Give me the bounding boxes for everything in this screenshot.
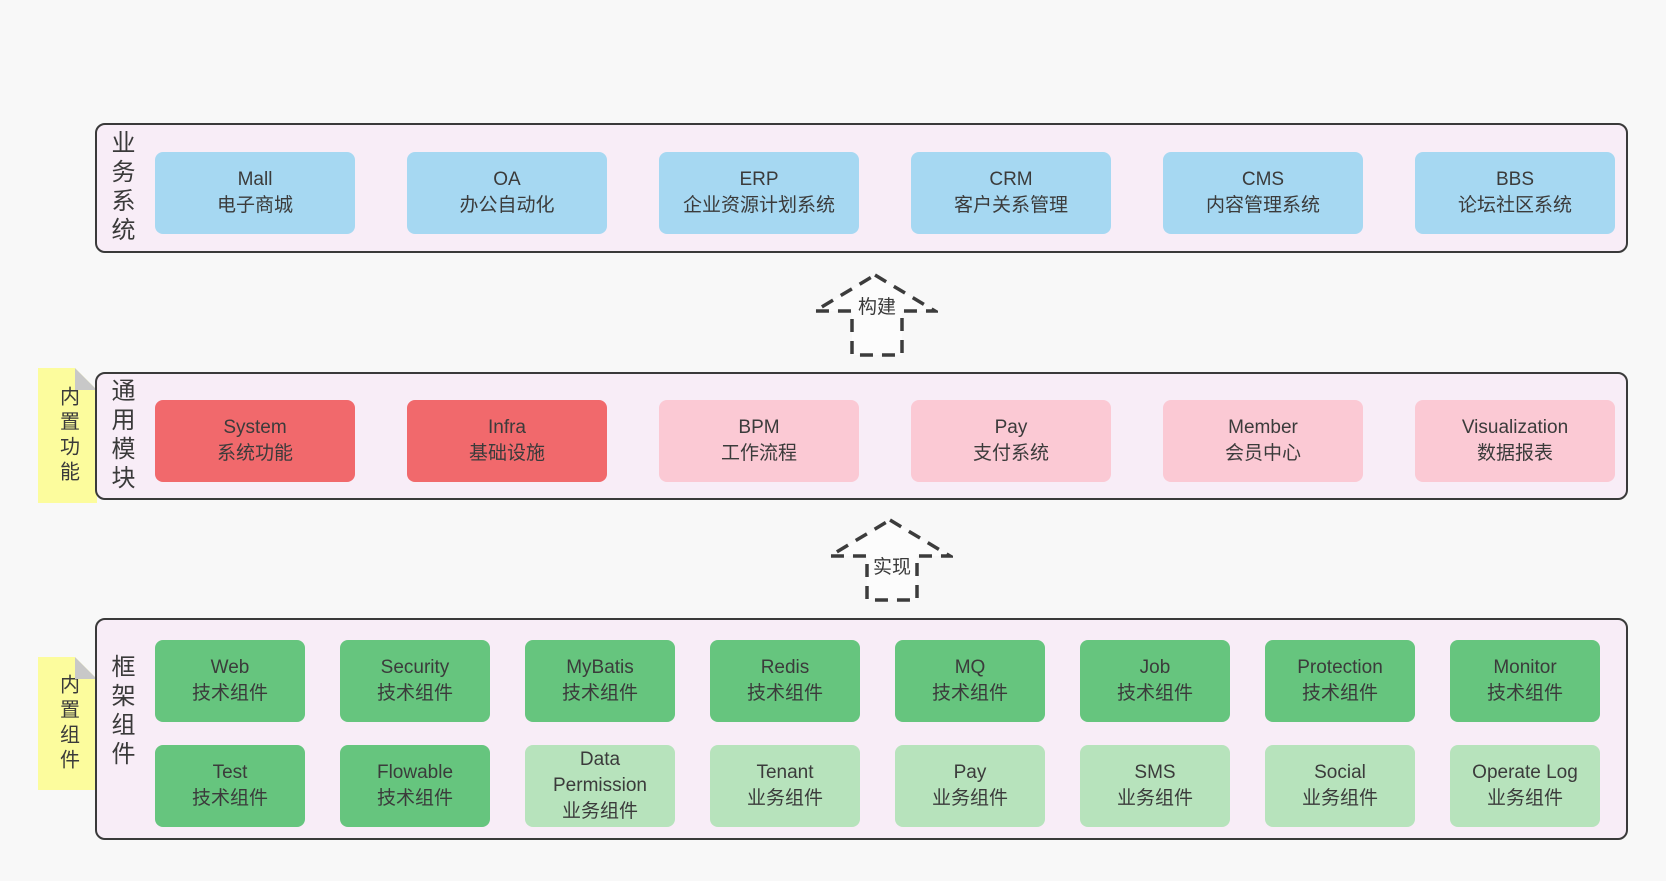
box-title: Mall bbox=[237, 169, 273, 190]
box-subtitle: 技术组件 bbox=[376, 788, 453, 809]
box-flowable: Flowable 技术组件 bbox=[340, 745, 490, 827]
box-subtitle: 内容管理系统 bbox=[1205, 195, 1320, 216]
box-subtitle: 技术组件 bbox=[561, 683, 638, 704]
box-test: Test 技术组件 bbox=[155, 745, 305, 827]
box-title: Operate Log bbox=[1472, 762, 1578, 783]
box-oa: OA 办公自动化 bbox=[407, 152, 607, 234]
box-title: Infra bbox=[487, 417, 527, 438]
box-subtitle: 业务组件 bbox=[1486, 788, 1563, 809]
box-subtitle: 业务组件 bbox=[1116, 788, 1193, 809]
box-subtitle: 技术组件 bbox=[191, 683, 268, 704]
box-title: Test bbox=[212, 762, 248, 783]
box-title: CRM bbox=[989, 169, 1033, 190]
box-redis: Redis 技术组件 bbox=[710, 640, 860, 722]
box-title: System bbox=[223, 417, 287, 438]
box-subtitle: 办公自动化 bbox=[459, 195, 555, 216]
box-subtitle: 客户关系管理 bbox=[953, 195, 1068, 216]
layer-common-modules: 通用模块 System 系统功能 Infra 基础设施 BPM 工作流程 Pay… bbox=[95, 372, 1628, 500]
box-title: Protection bbox=[1297, 657, 1383, 678]
arrow-build-label: 构建 bbox=[854, 296, 900, 320]
box-title: OA bbox=[493, 169, 521, 190]
layer-framework-components: 框架组件 Web 技术组件 Security 技术组件 MyBatis 技术组件… bbox=[95, 618, 1628, 840]
box-title: SMS bbox=[1134, 762, 1176, 783]
box-member: Member 会员中心 bbox=[1163, 400, 1363, 482]
box-subtitle: 数据报表 bbox=[1476, 443, 1553, 464]
box-subtitle: 业务组件 bbox=[561, 801, 638, 822]
box-title: Job bbox=[1139, 657, 1171, 678]
box-subtitle: 技术组件 bbox=[931, 683, 1008, 704]
box-subtitle: 支付系统 bbox=[972, 443, 1049, 464]
box-title: Pay bbox=[953, 762, 987, 783]
box-title: CMS bbox=[1241, 169, 1285, 190]
box-title: Web bbox=[210, 657, 250, 678]
box-subtitle: 论坛社区系统 bbox=[1457, 195, 1572, 216]
layer-business-systems: 业务系统 Mall 电子商城 OA 办公自动化 ERP 企业资源计划系统 CRM… bbox=[95, 123, 1628, 253]
box-pay: Pay 支付系统 bbox=[911, 400, 1111, 482]
box-operate-log: Operate Log 业务组件 bbox=[1450, 745, 1600, 827]
box-web: Web 技术组件 bbox=[155, 640, 305, 722]
box-subtitle: 技术组件 bbox=[1301, 683, 1378, 704]
box-pay-biz: Pay 业务组件 bbox=[895, 745, 1045, 827]
box-monitor: Monitor 技术组件 bbox=[1450, 640, 1600, 722]
box-title: BBS bbox=[1495, 169, 1535, 190]
box-subtitle: 技术组件 bbox=[746, 683, 823, 704]
layer-label-business-systems: 业务系统 bbox=[107, 130, 134, 246]
box-mall: Mall 电子商城 bbox=[155, 152, 355, 234]
box-bbs: BBS 论坛社区系统 bbox=[1415, 152, 1615, 234]
box-subtitle: 工作流程 bbox=[720, 443, 797, 464]
box-title: MyBatis bbox=[566, 657, 634, 678]
box-subtitle: 业务组件 bbox=[931, 788, 1008, 809]
box-subtitle: 技术组件 bbox=[1486, 683, 1563, 704]
box-erp: ERP 企业资源计划系统 bbox=[659, 152, 859, 234]
box-title: Security bbox=[380, 657, 450, 678]
box-title: Monitor bbox=[1493, 657, 1557, 678]
box-social: Social 业务组件 bbox=[1265, 745, 1415, 827]
box-crm: CRM 客户关系管理 bbox=[911, 152, 1111, 234]
box-cms: CMS 内容管理系统 bbox=[1163, 152, 1363, 234]
box-job: Job 技术组件 bbox=[1080, 640, 1230, 722]
box-subtitle: 技术组件 bbox=[191, 788, 268, 809]
box-subtitle: 基础设施 bbox=[468, 443, 545, 464]
box-subtitle: 业务组件 bbox=[1301, 788, 1378, 809]
note-fold bbox=[75, 657, 97, 679]
box-security: Security 技术组件 bbox=[340, 640, 490, 722]
box-infra: Infra 基础设施 bbox=[407, 400, 607, 482]
box-subtitle: 企业资源计划系统 bbox=[682, 195, 835, 216]
box-title: Flowable bbox=[376, 762, 454, 783]
box-system: System 系统功能 bbox=[155, 400, 355, 482]
box-tenant: Tenant 业务组件 bbox=[710, 745, 860, 827]
box-subtitle: 系统功能 bbox=[216, 443, 293, 464]
box-title: Pay bbox=[994, 417, 1028, 438]
box-title: Data Permission bbox=[553, 749, 647, 796]
box-bpm: BPM 工作流程 bbox=[659, 400, 859, 482]
box-data-permission: Data Permission 业务组件 bbox=[525, 745, 675, 827]
box-subtitle: 业务组件 bbox=[746, 788, 823, 809]
box-protection: Protection 技术组件 bbox=[1265, 640, 1415, 722]
layer-label-common-modules: 通用模块 bbox=[107, 378, 134, 494]
sticky-note-builtin-components: 内置组件 bbox=[38, 657, 97, 790]
box-mybatis: MyBatis 技术组件 bbox=[525, 640, 675, 722]
box-subtitle: 电子商城 bbox=[216, 195, 293, 216]
sticky-note-builtin-features: 内置功能 bbox=[38, 368, 97, 503]
box-subtitle: 技术组件 bbox=[376, 683, 453, 704]
box-title: BPM bbox=[738, 417, 780, 438]
box-title: Tenant bbox=[756, 762, 814, 783]
note-fold bbox=[75, 368, 97, 390]
box-sms: SMS 业务组件 bbox=[1080, 745, 1230, 827]
box-title: Social bbox=[1314, 762, 1366, 783]
box-title: Visualization bbox=[1461, 417, 1569, 438]
arrow-implement-label: 实现 bbox=[869, 556, 915, 580]
layer-label-framework-components: 框架组件 bbox=[107, 654, 134, 770]
box-title: ERP bbox=[739, 169, 779, 190]
box-subtitle: 会员中心 bbox=[1224, 443, 1301, 464]
box-mq: MQ 技术组件 bbox=[895, 640, 1045, 722]
box-visualization: Visualization 数据报表 bbox=[1415, 400, 1615, 482]
box-title: Redis bbox=[760, 657, 810, 678]
box-subtitle: 技术组件 bbox=[1116, 683, 1193, 704]
box-title: Member bbox=[1228, 417, 1298, 438]
box-title: MQ bbox=[954, 657, 986, 678]
